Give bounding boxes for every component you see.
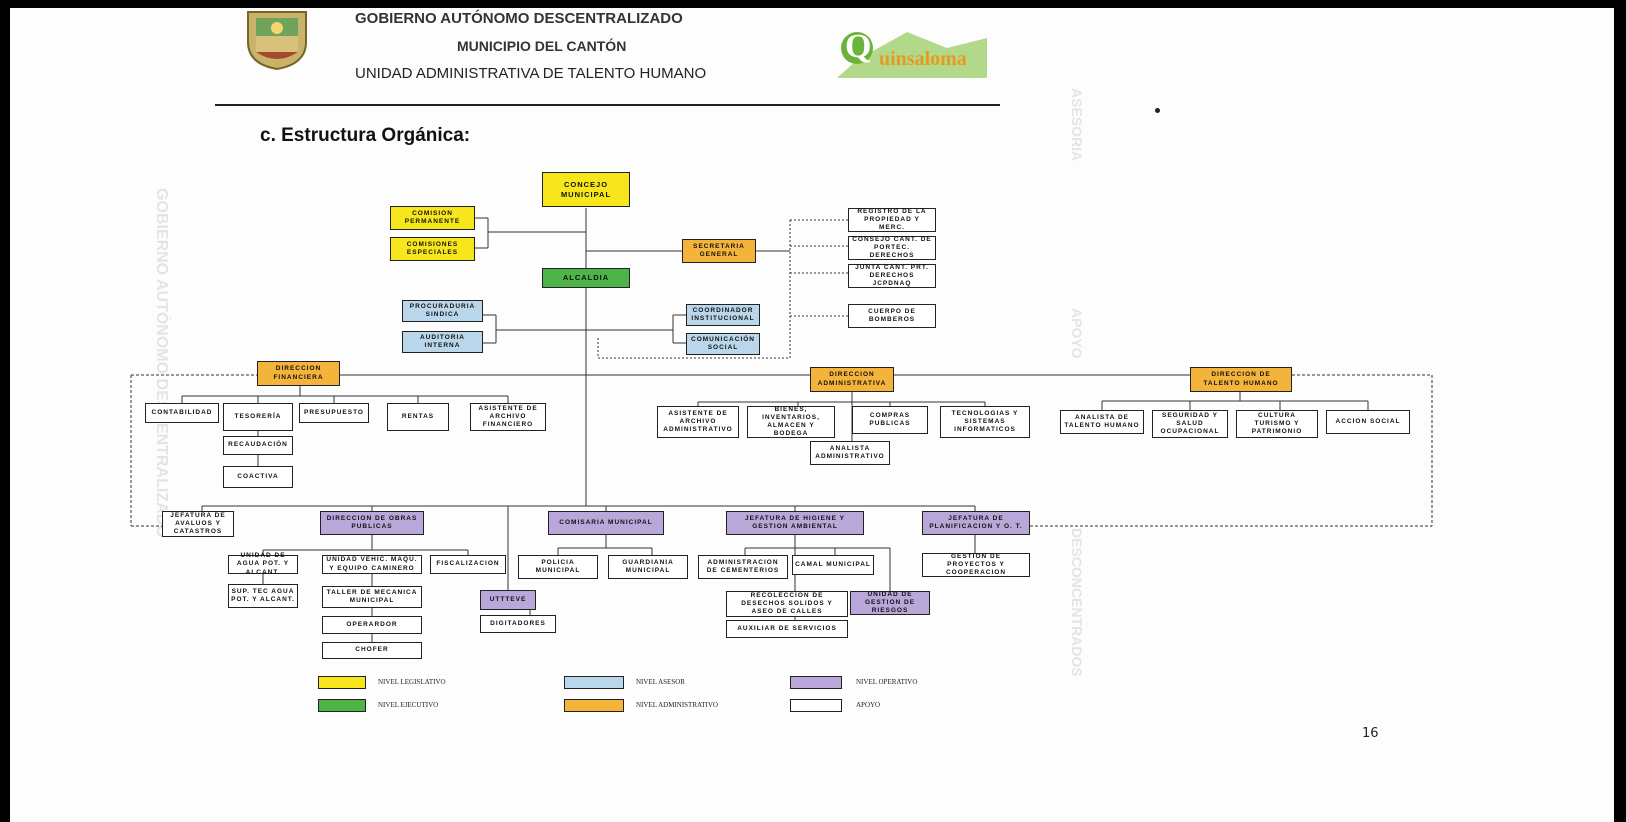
node-operador: OPERARDOR: [322, 616, 422, 634]
node-camal-municipal: CAMAL MUNICIPAL: [792, 555, 874, 575]
node-uttteve: UTTTEVE: [480, 590, 536, 610]
node-direccion-administrativa: DIRECCION ADMINISTRATIVA: [810, 367, 894, 392]
node-alcaldia: ALCALDIA: [542, 268, 630, 288]
node-presupuesto: PRESUPUESTO: [299, 403, 369, 423]
node-concejo-municipal: CONCEJO MUNICIPAL: [542, 172, 630, 207]
node-seguridad-salud: SEGURIDAD Y SALUD OCUPACIONAL: [1152, 410, 1228, 438]
node-registro-propiedad: REGISTRO DE LA PROPIEDAD Y MERC.: [848, 208, 936, 232]
page-number: 16: [1362, 726, 1379, 741]
node-digitadores: DIGITADORES: [480, 615, 556, 633]
legend-label-ejecutivo: NIVEL EJECUTIVO: [378, 701, 439, 709]
node-analista-administrativo: ANALISTA ADMINISTRATIVO: [810, 441, 890, 465]
node-direccion-talento-humano: DIRECCION DE TALENTO HUMANO: [1190, 367, 1292, 392]
header-title-3: UNIDAD ADMINISTRATIVA DE TALENTO HUMANO: [355, 65, 707, 82]
connector-lines: [130, 208, 1433, 649]
document-page: ASESORIA APOYO DESCONCENTRADOS GOBIERNO …: [10, 8, 1614, 822]
node-guardiania-municipal: GUARDIANIA MUNICIPAL: [608, 555, 688, 579]
node-fiscalizacion: FISCALIZACION: [430, 555, 506, 574]
node-comunicacion-social: COMUNICACIÓN SOCIAL: [686, 333, 760, 355]
node-planificacion: JEFATURA DE PLANIFICACION Y O. T.: [922, 511, 1030, 535]
node-recoleccion-desechos: RECOLECCION DE DESECHOS SOLIDOS Y ASEO D…: [726, 591, 848, 617]
node-comision-permanente: COMISION PERMANENTE: [390, 206, 475, 230]
node-policia-municipal: POLICIA MUNICIPAL: [518, 555, 598, 579]
header-divider: [215, 104, 1000, 106]
node-higiene-gestion-ambiental: JEFATURA DE HIGIENE Y GESTION AMBIENTAL: [726, 511, 864, 535]
legend-swatch-apoyo: [790, 699, 842, 712]
node-compras-publicas: COMPRAS PUBLICAS: [852, 406, 928, 434]
logo-text: uinsaloma: [879, 48, 967, 70]
node-gestion-riesgos: UNIDAD DE GESTION DE RIESGOS: [850, 591, 930, 615]
node-gestion-proyectos: GESTION DE PROYECTOS Y COOPERACION: [922, 553, 1030, 577]
legend-label-apoyo: APOYO: [856, 701, 881, 709]
legend-swatch-asesor: [564, 676, 624, 689]
node-chofer: CHOFER: [322, 642, 422, 659]
node-junta-cantonal: JUNTA CANT. PRT. DERECHOS JCPDNAQ: [848, 264, 936, 288]
node-asistente-archivo-financiero: ASISTENTE DE ARCHIVO FINANCIERO: [470, 403, 546, 431]
legend-label-operativo: NIVEL OPERATIVO: [856, 678, 918, 686]
section-title: c. Estructura Orgánica:: [260, 125, 471, 146]
node-direccion-financiera: DIRECCION FINANCIERA: [257, 361, 340, 386]
logo-letter: Q: [845, 28, 872, 65]
quinsaloma-logo: Q uinsaloma: [837, 18, 987, 78]
legend-swatch-administrativo: [564, 699, 624, 712]
node-accion-social: ACCION SOCIAL: [1326, 410, 1410, 434]
legend-swatch-ejecutivo: [318, 699, 366, 712]
node-secretaria-general: SECRETARIA GENERAL: [682, 239, 756, 263]
header-title-1: GOBIERNO AUTÓNOMO DESCENTRALIZADO: [355, 10, 683, 27]
node-unidad-agua: UNIDAD DE AGUA POT. Y ALCANT.: [228, 552, 298, 576]
node-recaudacion: RECAUDACIÓN: [223, 436, 293, 455]
node-tesoreria: TESORERÍA: [223, 403, 293, 431]
bullet-dot: [1155, 108, 1160, 113]
node-sup-agua: SUP. TEC AGUA POT. Y ALCANT.: [228, 584, 298, 608]
node-auditoria-interna: AUDITORIA INTERNA: [402, 331, 483, 353]
node-taller-mecanica: TALLER DE MECANICA MUNICIPAL: [322, 586, 422, 608]
node-analista-talento-humano: ANALISTA DE TALENTO HUMANO: [1060, 410, 1144, 434]
node-procuraduria-sindica: PROCURADURIA SINDICA: [402, 300, 483, 322]
legend-swatch-operativo: [790, 676, 842, 689]
legend-label-asesor: NIVEL ASESOR: [636, 678, 685, 686]
node-coactiva: COACTIVA: [223, 466, 293, 488]
node-coordinador-institucional: COORDINADOR INSTITUCIONAL: [686, 304, 760, 326]
node-asistente-archivo-administrativo: ASISTENTE DE ARCHIVO ADMINISTRATIVO: [657, 406, 739, 438]
header-title-2: MUNICIPIO DEL CANTÓN: [457, 38, 627, 54]
node-comisaria-municipal: COMISARIA MUNICIPAL: [548, 511, 664, 535]
node-bienes-inventarios: BIENES, INVENTARIOS, ALMACEN Y BODEGA: [747, 406, 835, 438]
node-comisiones-especiales: COMISIONES ESPECIALES: [390, 237, 475, 261]
node-tecnologias-sistemas: TECNOLOGIAS Y SISTEMAS INFORMATICOS: [940, 406, 1030, 438]
node-cultura-turismo: CULTURA TURISMO Y PATRIMONIO: [1236, 410, 1318, 438]
legend-label-legislativo: NIVEL LEGISLATIVO: [378, 678, 446, 686]
legend-label-administrativo: NIVEL ADMINISTRATIVO: [636, 701, 718, 709]
node-consejo-cantonal: CONSEJO CANT. DE PORTEC. DERECHOS: [848, 236, 936, 260]
legend-swatch-legislativo: [318, 676, 366, 689]
coat-of-arms-logo: [242, 8, 312, 71]
node-contabilidad: CONTABILIDAD: [145, 403, 219, 423]
node-obras-publicas: DIRECCION DE OBRAS PUBLICAS: [320, 511, 424, 535]
node-cuerpo-bomberos: CUERPO DE BOMBEROS: [848, 304, 936, 328]
node-avaluos-catastros: JEFATURA DE AVALUOS Y CATASTROS: [162, 511, 234, 537]
node-auxiliar-servicios: AUXILIAR DE SERVICIOS: [726, 620, 848, 638]
node-rentas: RENTAS: [387, 403, 449, 431]
node-administracion-cementerios: ADMINISTRACION DE CEMENTERIOS: [698, 555, 788, 579]
node-equipo-caminero: UNIDAD VEHIC. MAQU. Y EQUIPO CAMINERO: [322, 555, 422, 574]
